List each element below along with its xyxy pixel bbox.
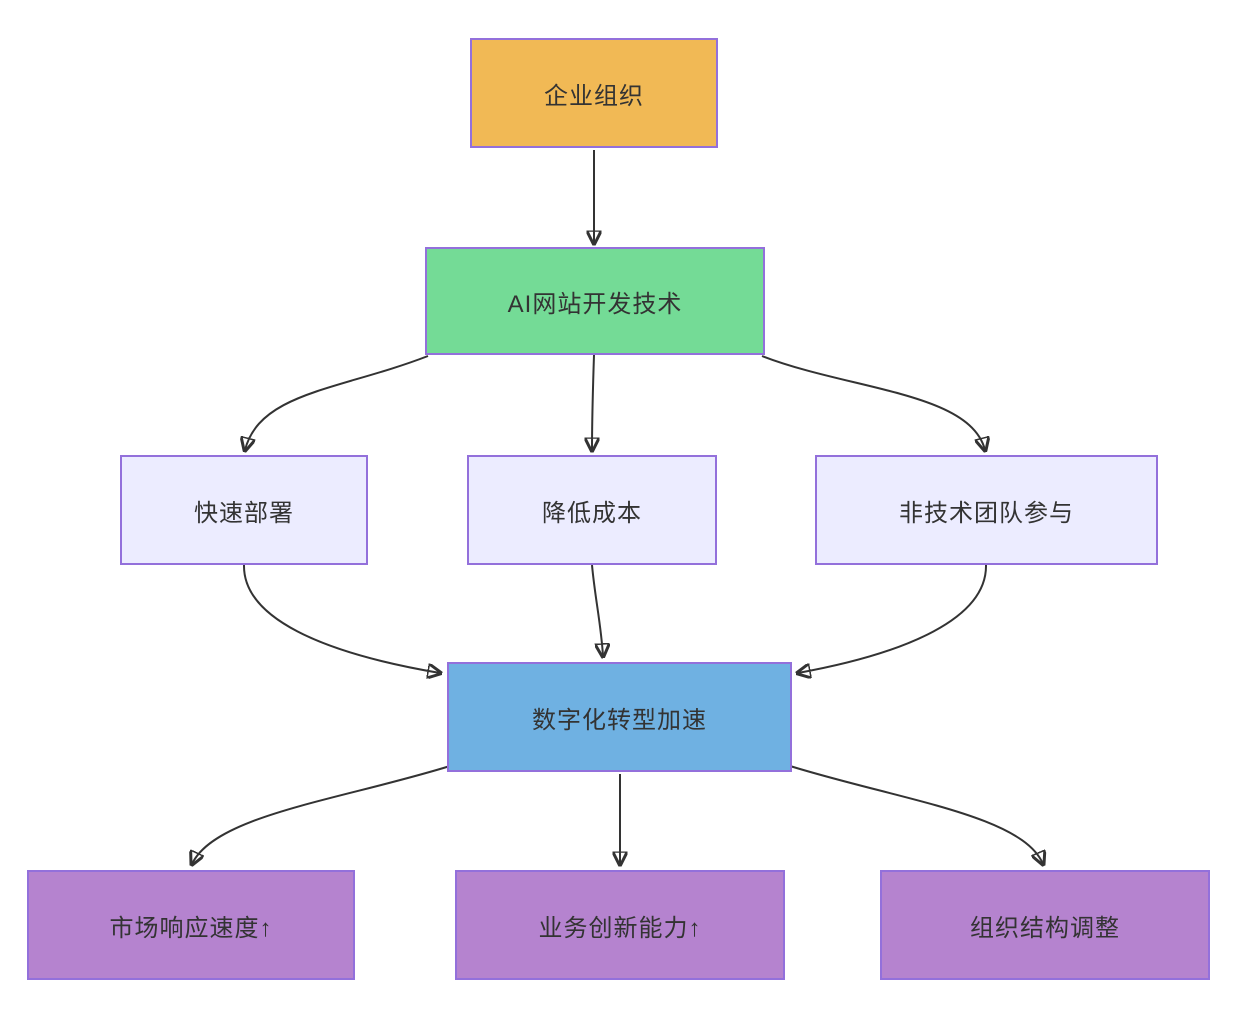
node-cost-reduction: 降低成本 xyxy=(467,455,717,565)
edge-ai-to-cost xyxy=(592,354,594,450)
edge-cost-to-transform xyxy=(591,564,603,656)
node-label: 市场响应速度↑ xyxy=(109,914,273,942)
node-organizational-structure-adjustment: 组织结构调整 xyxy=(880,870,1210,980)
node-nontechnical-team-participation: 非技术团队参与 xyxy=(815,455,1158,565)
node-label: 组织结构调整 xyxy=(970,914,1120,942)
node-label: 企业组织 xyxy=(544,82,644,110)
edge-ai-to-deploy xyxy=(245,355,429,450)
edge-transform-to-orgadj xyxy=(789,765,1043,864)
node-ai-website-dev-technology: AI网站开发技术 xyxy=(425,247,765,355)
edge-deploy-to-transform xyxy=(242,564,440,673)
node-label: AI网站开发技术 xyxy=(507,290,683,318)
node-label: 业务创新能力↑ xyxy=(538,914,702,942)
node-digital-transformation-acceleration: 数字化转型加速 xyxy=(447,662,792,772)
edge-transform-to-market xyxy=(192,765,451,864)
node-label: 快速部署 xyxy=(194,499,294,527)
node-enterprise-organization: 企业组织 xyxy=(470,38,718,148)
node-rapid-deployment: 快速部署 xyxy=(120,455,368,565)
edge-nontech-to-transform xyxy=(798,564,988,673)
node-business-innovation-capability-up: 业务创新能力↑ xyxy=(455,870,785,980)
node-market-response-speed-up: 市场响应速度↑ xyxy=(27,870,355,980)
node-label: 非技术团队参与 xyxy=(899,499,1074,527)
node-label: 降低成本 xyxy=(542,499,642,527)
node-label: 数字化转型加速 xyxy=(532,706,707,734)
edge-ai-to-nontech xyxy=(761,355,985,450)
